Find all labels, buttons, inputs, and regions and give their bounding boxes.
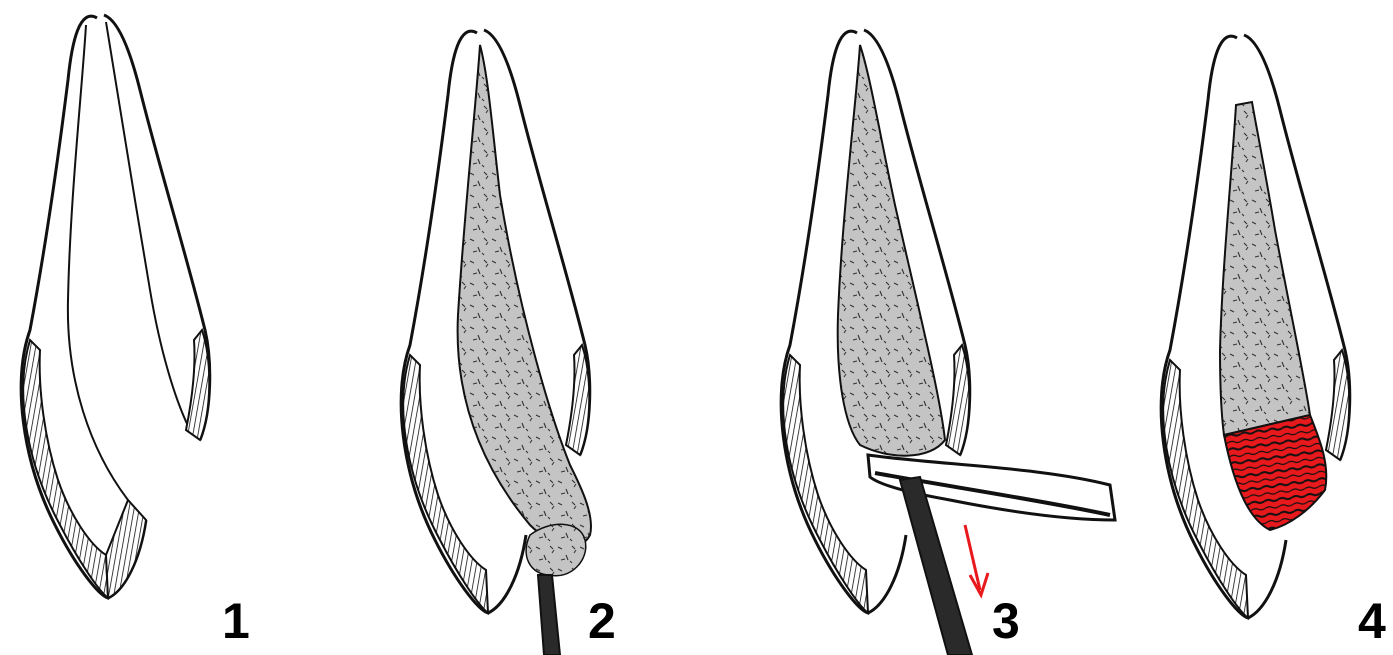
- panel-1: 1: [21, 15, 250, 649]
- post-instrument: [538, 575, 560, 655]
- extruded-material: [526, 524, 586, 575]
- tooth-outline: [21, 15, 210, 598]
- panel-2: 2: [401, 30, 616, 655]
- panel-label-3: 3: [992, 593, 1020, 649]
- panel-4: 4: [1161, 35, 1386, 649]
- canal-filling: [1220, 102, 1310, 435]
- direction-arrow: [965, 525, 988, 595]
- panel-label-1: 1: [222, 593, 250, 649]
- panel-label-4: 4: [1358, 593, 1386, 649]
- panel-label-2: 2: [588, 593, 616, 649]
- sealing-material: [1224, 415, 1326, 530]
- panel-3: 3: [781, 30, 1115, 655]
- canal-filling: [838, 45, 945, 456]
